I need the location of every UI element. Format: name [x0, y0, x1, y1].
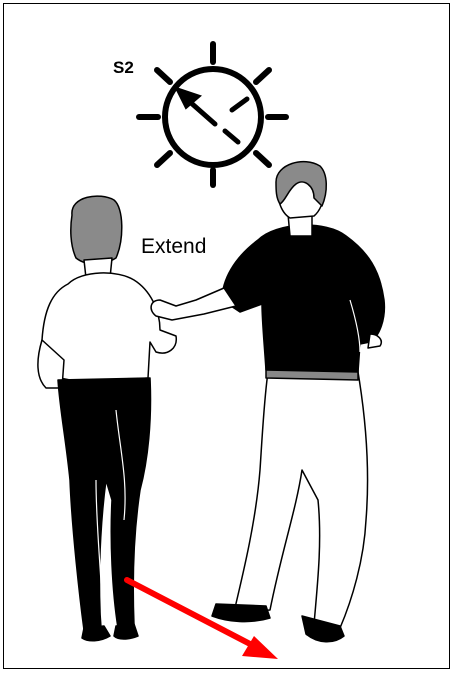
action-label: Extend	[141, 235, 206, 259]
direction-compass-icon	[139, 44, 286, 185]
woman-figure	[38, 196, 176, 641]
step-label: S2	[113, 58, 134, 78]
man-figure	[151, 162, 384, 642]
